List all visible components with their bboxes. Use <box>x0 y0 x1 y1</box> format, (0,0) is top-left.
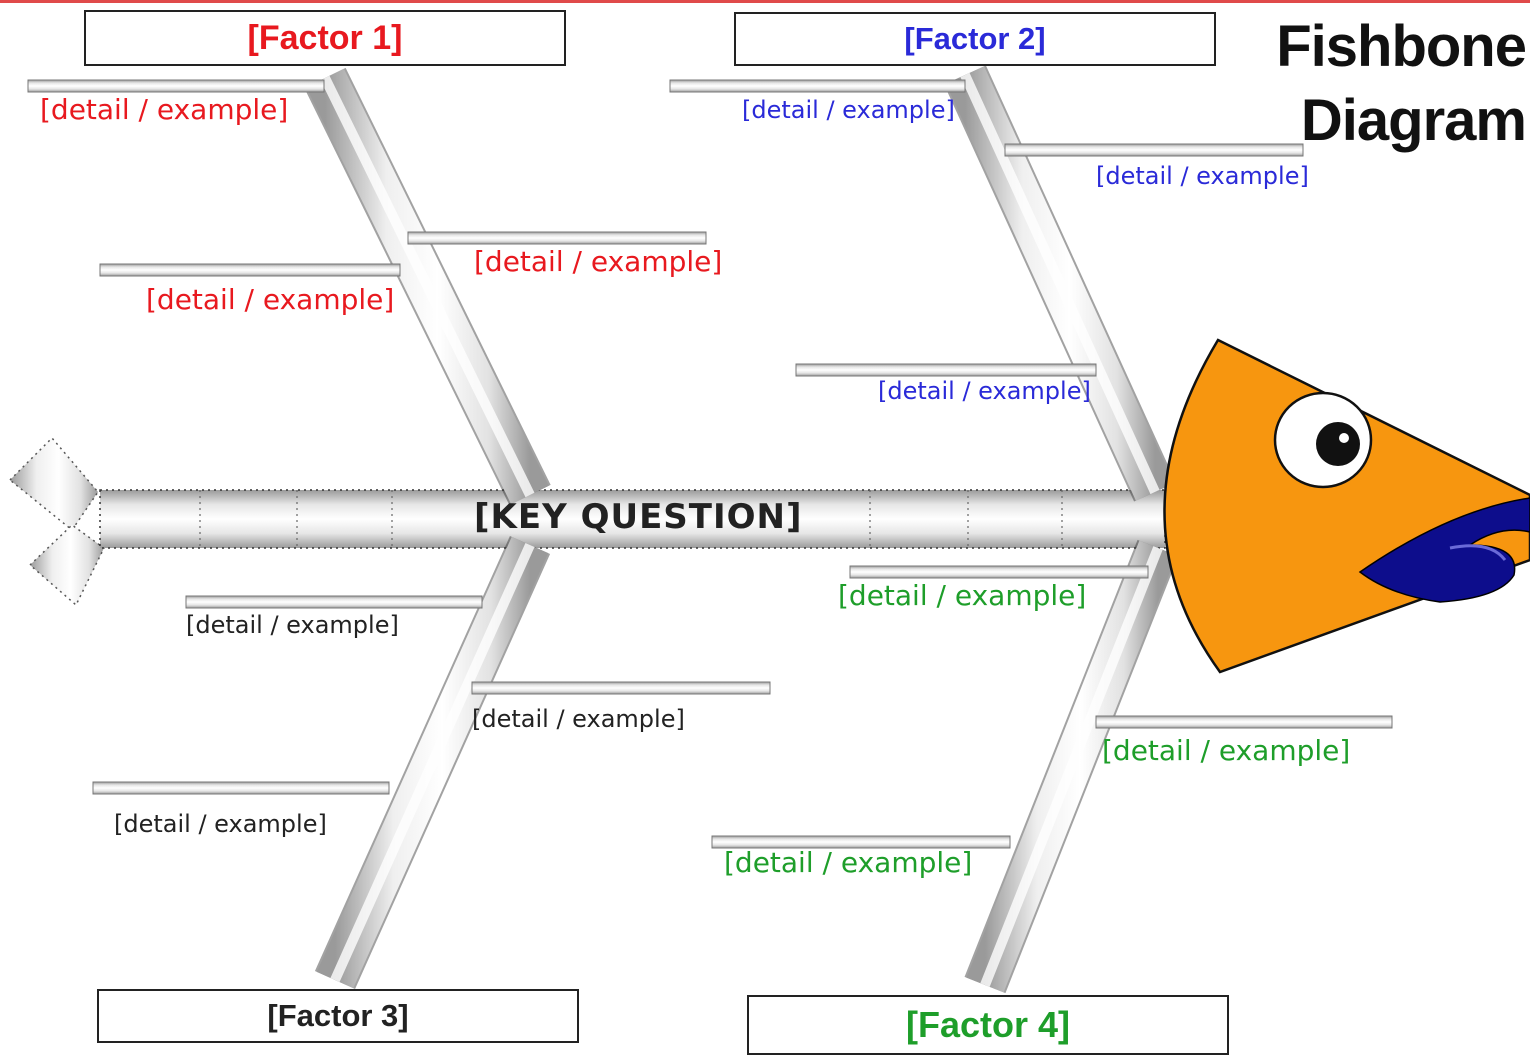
factor-4-detail-3: [detail / example] <box>724 846 973 879</box>
title-line-1: Fishbone <box>1276 14 1527 79</box>
factor-4-label: [Factor 4] <box>905 1004 1071 1045</box>
factor-4-box: [Factor 4] <box>747 995 1229 1055</box>
bone-factor-4 <box>964 539 1179 994</box>
pupil <box>1316 422 1360 466</box>
key-question: [KEY QUESTION] <box>474 497 803 537</box>
factor-2-label: [Factor 2] <box>904 21 1046 56</box>
fish-head <box>1163 338 1530 674</box>
factor-2-detail-2: [detail / example] <box>1096 162 1309 190</box>
factor-1-detail-2: [detail / example] <box>474 245 723 278</box>
factor-2-detail-1: [detail / example] <box>742 96 955 124</box>
factor-2-box: [Factor 2] <box>734 12 1216 66</box>
bone-factor-2 <box>944 65 1176 502</box>
factor-3-detail-3: [detail / example] <box>114 810 327 838</box>
spine <box>99 489 1166 549</box>
top-rule <box>0 0 1530 3</box>
factor-1-detail-3: [detail / example] <box>146 283 395 316</box>
title-line-2: Diagram <box>1300 88 1527 153</box>
factor-1-box: [Factor 1] <box>84 10 566 66</box>
factor-2-detail-3: [detail / example] <box>878 377 1091 405</box>
diagram-title: Fishbone Diagram <box>1276 10 1527 158</box>
detail-branches <box>27 79 1393 849</box>
bone-factor-1 <box>304 67 551 506</box>
factor-3-label: [Factor 3] <box>267 998 409 1033</box>
factor-1-detail-1: [detail / example] <box>40 93 289 126</box>
factor-1-label: [Factor 1] <box>247 18 403 57</box>
factor-3-detail-2: [detail / example] <box>472 705 685 733</box>
factor-4-detail-2: [detail / example] <box>1102 734 1351 767</box>
factor-4-detail-1: [detail / example] <box>838 579 1087 612</box>
factor-3-detail-1: [detail / example] <box>186 611 399 639</box>
lips <box>1358 497 1530 603</box>
factor-3-box: [Factor 3] <box>97 989 579 1043</box>
bone-factor-3 <box>314 536 551 989</box>
tail <box>8 436 105 607</box>
